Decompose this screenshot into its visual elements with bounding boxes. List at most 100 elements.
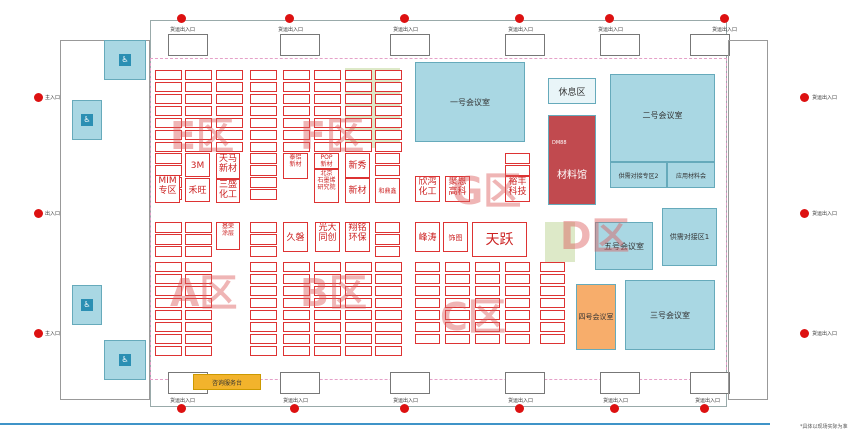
booth[interactable] [505, 334, 530, 344]
booth[interactable] [185, 334, 212, 344]
booth[interactable] [314, 262, 341, 272]
booth[interactable] [375, 130, 402, 140]
booth[interactable] [250, 177, 277, 188]
booth[interactable] [250, 286, 277, 296]
booth[interactable] [314, 130, 341, 140]
service-desk[interactable]: 咨询服务台 [193, 374, 261, 390]
booth[interactable] [375, 94, 402, 104]
booth[interactable] [415, 298, 440, 308]
booth[interactable] [345, 274, 372, 284]
booth[interactable] [505, 153, 530, 164]
booth[interactable] [155, 346, 182, 356]
booth[interactable]: 聚恩 高科 [445, 176, 470, 202]
booth[interactable] [185, 118, 212, 128]
booth[interactable] [216, 118, 243, 128]
booth[interactable] [185, 130, 212, 140]
booth[interactable] [415, 286, 440, 296]
booth[interactable] [314, 106, 341, 116]
room-3[interactable]: 三号会议室 [625, 280, 715, 350]
booth[interactable] [283, 262, 310, 272]
booth[interactable] [155, 118, 182, 128]
room-2[interactable]: 二号会议室 [610, 74, 715, 162]
booth[interactable] [155, 334, 182, 344]
booth[interactable] [155, 82, 182, 92]
booth[interactable] [283, 142, 310, 152]
booth[interactable] [375, 298, 402, 308]
booth[interactable] [375, 153, 400, 164]
applied-materials[interactable]: 应用材料会 [667, 162, 715, 188]
booth[interactable] [185, 142, 212, 152]
booth[interactable] [155, 274, 182, 284]
booth[interactable] [155, 286, 182, 296]
booth[interactable] [155, 298, 182, 308]
booth[interactable] [155, 130, 182, 140]
booth[interactable] [345, 82, 372, 92]
booth[interactable] [375, 334, 402, 344]
booth[interactable] [375, 262, 402, 272]
booth[interactable] [155, 322, 182, 332]
booth[interactable] [283, 310, 310, 320]
booth[interactable] [216, 82, 243, 92]
booth[interactable] [283, 298, 310, 308]
booth[interactable]: 三盛 化工 [216, 179, 240, 203]
booth[interactable] [415, 334, 440, 344]
booth[interactable]: 久磐 [283, 222, 308, 252]
booth[interactable] [345, 130, 372, 140]
booth[interactable]: 泰铝 新材 [283, 153, 308, 179]
top-gate[interactable] [390, 34, 430, 56]
booth[interactable] [475, 334, 500, 344]
booth[interactable] [314, 286, 341, 296]
booth[interactable] [250, 334, 277, 344]
booth[interactable] [314, 322, 341, 332]
booth[interactable] [185, 286, 212, 296]
booth[interactable] [250, 118, 277, 128]
booth[interactable]: 饰图 [443, 222, 468, 252]
booth[interactable] [505, 262, 530, 272]
booth[interactable] [475, 286, 500, 296]
booth[interactable] [345, 310, 372, 320]
booth[interactable] [155, 246, 182, 257]
booth[interactable] [445, 274, 470, 284]
booth[interactable] [505, 274, 530, 284]
booth[interactable] [345, 334, 372, 344]
booth[interactable] [250, 165, 277, 176]
top-gate[interactable] [690, 34, 730, 56]
booth[interactable] [345, 298, 372, 308]
booth[interactable]: 北京 石墨烯 研究院 [314, 169, 339, 203]
booth[interactable] [375, 246, 400, 257]
room-5[interactable]: 五号会议室 [595, 222, 653, 270]
booth[interactable] [375, 106, 402, 116]
booth[interactable] [314, 82, 341, 92]
supply-zone-2[interactable]: 供需对接专区2 [610, 162, 667, 188]
booth[interactable] [314, 274, 341, 284]
booth[interactable] [185, 246, 212, 257]
booth[interactable] [283, 130, 310, 140]
booth[interactable] [314, 346, 341, 356]
booth[interactable] [375, 234, 400, 245]
booth[interactable] [314, 334, 341, 344]
booth[interactable] [375, 142, 402, 152]
booth[interactable]: 基荣 涂层 [216, 222, 240, 250]
booth[interactable] [375, 286, 402, 296]
booth[interactable] [375, 82, 402, 92]
booth[interactable] [216, 70, 243, 80]
booth[interactable] [445, 262, 470, 272]
booth[interactable]: 3M [185, 153, 210, 177]
booth[interactable] [540, 334, 565, 344]
booth[interactable] [185, 274, 212, 284]
booth[interactable] [375, 274, 402, 284]
booth[interactable] [540, 274, 565, 284]
booth[interactable] [475, 262, 500, 272]
top-gate[interactable] [600, 34, 640, 56]
booth[interactable] [155, 142, 182, 152]
booth[interactable] [250, 189, 277, 200]
top-gate[interactable] [168, 34, 208, 56]
booth[interactable] [283, 274, 310, 284]
booth[interactable] [314, 142, 341, 152]
booth[interactable] [445, 322, 470, 332]
booth[interactable] [250, 222, 277, 233]
booth[interactable] [505, 286, 530, 296]
booth[interactable] [250, 94, 277, 104]
booth[interactable] [475, 274, 500, 284]
booth[interactable] [540, 262, 565, 272]
